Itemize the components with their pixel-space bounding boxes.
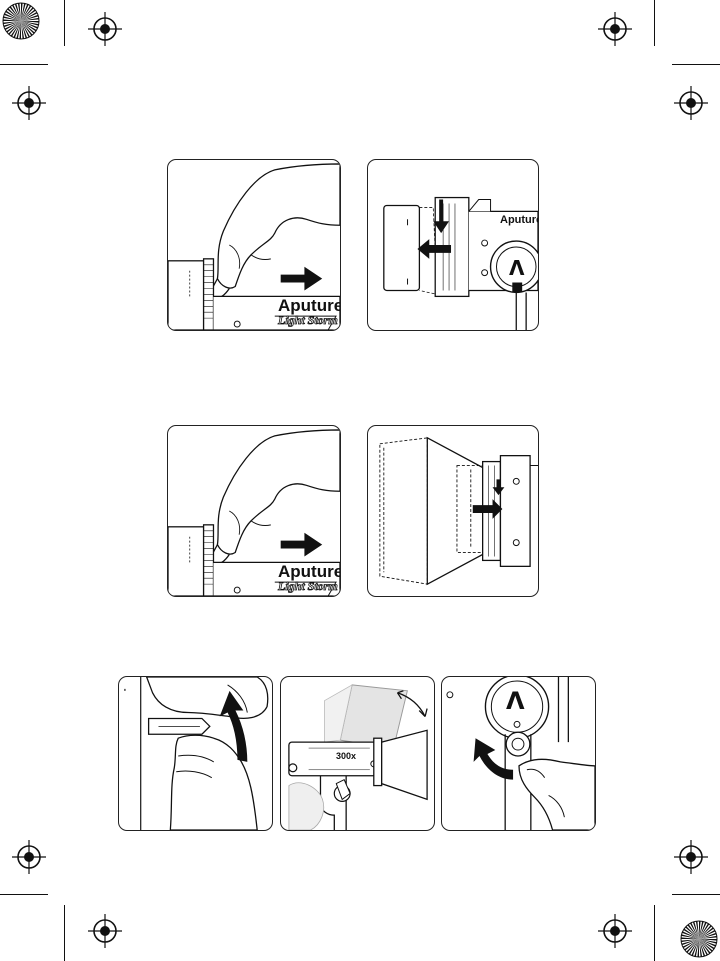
brand-logo-glyph: Λ xyxy=(509,256,524,280)
registration-mark-icon xyxy=(598,914,632,948)
series-wordmark: Light Storm xyxy=(278,579,338,594)
illustration-panel-row2-right xyxy=(367,425,539,597)
registration-mark-icon xyxy=(674,840,708,874)
registration-mark-icon xyxy=(12,86,46,120)
arrow-right-icon xyxy=(281,533,323,557)
footer-strip xyxy=(0,955,720,961)
color-star-target-icon xyxy=(680,920,718,958)
series-wordmark: Light Storm xyxy=(278,313,338,328)
crop-mark xyxy=(672,894,720,895)
registration-mark-icon xyxy=(674,86,708,120)
crop-mark xyxy=(64,0,65,46)
illustration-panel-row3-left xyxy=(118,676,273,831)
registration-mark-icon xyxy=(88,914,122,948)
illustration-panel-row2-left: Aputure Light Storm xyxy=(167,425,341,597)
crop-mark xyxy=(654,905,655,961)
illustration-panel-row1-right: Aputure Λ xyxy=(367,159,539,331)
crop-mark xyxy=(672,64,720,65)
crop-mark xyxy=(0,64,48,65)
crop-mark xyxy=(64,905,65,961)
model-badge: 300x xyxy=(336,751,356,761)
illustration-panel-row3-right: Λ xyxy=(441,676,596,831)
registration-mark-icon xyxy=(88,12,122,46)
registration-mark-icon xyxy=(12,840,46,874)
brand-wordmark: Aputure xyxy=(500,214,539,226)
color-star-target-icon xyxy=(2,2,40,40)
arrow-right-icon xyxy=(281,267,323,291)
crop-mark xyxy=(654,0,655,46)
illustration-panel-row3-center: 300x xyxy=(280,676,435,831)
crop-mark xyxy=(0,894,48,895)
illustration-panel-row1-left: Aputure Light Storm xyxy=(167,159,341,331)
brand-logo-glyph: Λ xyxy=(506,687,525,715)
registration-mark-icon xyxy=(598,12,632,46)
